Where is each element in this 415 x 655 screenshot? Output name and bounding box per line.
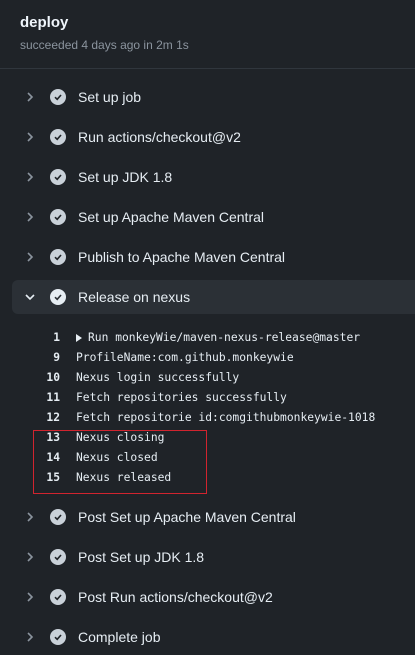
expand-triangle-icon[interactable] (76, 333, 82, 342)
check-circle-icon (50, 509, 66, 525)
job-status: succeeded 4 days ago in 2m 1s (20, 38, 189, 52)
log-output: 1 Run monkeyWie/maven-nexus-release@mast… (30, 327, 415, 487)
log-text: Fetch repositorie id:comgithubmonkeywie-… (76, 410, 376, 424)
log-text: Nexus closed (76, 450, 158, 464)
highlight-box (33, 430, 207, 494)
chevron-down-icon (22, 289, 38, 305)
log-line: 13 Nexus closing (30, 427, 415, 447)
line-number: 9 (53, 350, 60, 364)
chevron-right-icon (22, 129, 38, 145)
step-set-up-jdk[interactable]: Set up JDK 1.8 (12, 160, 415, 194)
line-number: 15 (46, 470, 60, 484)
log-text: ProfileName:com.github.monkeywie (76, 350, 294, 364)
log-line: 11 Fetch repositories successfully (30, 387, 415, 407)
log-text: Nexus login successfully (76, 370, 240, 384)
log-line: 14 Nexus closed (30, 447, 415, 467)
check-circle-icon (50, 629, 66, 645)
check-circle-icon (50, 589, 66, 605)
step-label: Run actions/checkout@v2 (78, 129, 241, 145)
check-circle-icon (50, 129, 66, 145)
line-number: 11 (46, 390, 60, 404)
log-text: Nexus closing (76, 430, 165, 444)
chevron-right-icon (22, 629, 38, 645)
job-header: deploy succeeded 4 days ago in 2m 1s (0, 0, 415, 69)
step-release-on-nexus[interactable]: Release on nexus (12, 280, 415, 314)
line-number: 12 (46, 410, 60, 424)
line-number: 1 (53, 330, 60, 344)
step-label: Set up JDK 1.8 (78, 169, 173, 185)
step-post-set-up-jdk[interactable]: Post Set up JDK 1.8 (12, 540, 415, 574)
chevron-right-icon (22, 209, 38, 225)
check-circle-icon (50, 249, 66, 265)
chevron-right-icon (22, 589, 38, 605)
step-label: Publish to Apache Maven Central (78, 249, 286, 265)
chevron-right-icon (22, 169, 38, 185)
step-label: Post Set up JDK 1.8 (78, 549, 205, 565)
check-circle-icon (50, 89, 66, 105)
step-post-run-checkout[interactable]: Post Run actions/checkout@v2 (12, 580, 415, 614)
log-line: 10 Nexus login successfully (30, 367, 415, 387)
step-label: Release on nexus (78, 289, 191, 305)
line-number: 10 (46, 370, 60, 384)
step-label: Set up job (78, 89, 142, 105)
log-line: 15 Nexus released (30, 467, 415, 487)
step-post-set-up-maven-central[interactable]: Post Set up Apache Maven Central (12, 500, 415, 534)
step-set-up-job[interactable]: Set up job (12, 80, 415, 114)
chevron-right-icon (22, 549, 38, 565)
job-title: deploy (20, 14, 69, 31)
log-text: Nexus released (76, 470, 172, 484)
step-label: Post Set up Apache Maven Central (78, 509, 296, 525)
log-text: Run monkeyWie/maven-nexus-release@master (88, 330, 361, 344)
chevron-right-icon (22, 89, 38, 105)
step-run-checkout[interactable]: Run actions/checkout@v2 (12, 120, 415, 154)
step-label: Post Run actions/checkout@v2 (78, 589, 273, 605)
log-line[interactable]: 1 Run monkeyWie/maven-nexus-release@mast… (30, 327, 415, 347)
step-label: Complete job (78, 629, 161, 645)
log-line: 12 Fetch repositorie id:comgithubmonkeyw… (30, 407, 415, 427)
step-set-up-maven-central[interactable]: Set up Apache Maven Central (12, 200, 415, 234)
chevron-right-icon (22, 249, 38, 265)
log-line: 9 ProfileName:com.github.monkeywie (30, 347, 415, 367)
log-text: Fetch repositories successfully (76, 390, 287, 404)
chevron-right-icon (22, 509, 38, 525)
line-number: 13 (46, 430, 60, 444)
check-circle-icon (50, 209, 66, 225)
line-number: 14 (46, 450, 60, 464)
step-label: Set up Apache Maven Central (78, 209, 265, 225)
check-circle-icon (50, 289, 66, 305)
step-publish-maven-central[interactable]: Publish to Apache Maven Central (12, 240, 415, 274)
check-circle-icon (50, 549, 66, 565)
step-complete-job[interactable]: Complete job (12, 620, 415, 654)
check-circle-icon (50, 169, 66, 185)
